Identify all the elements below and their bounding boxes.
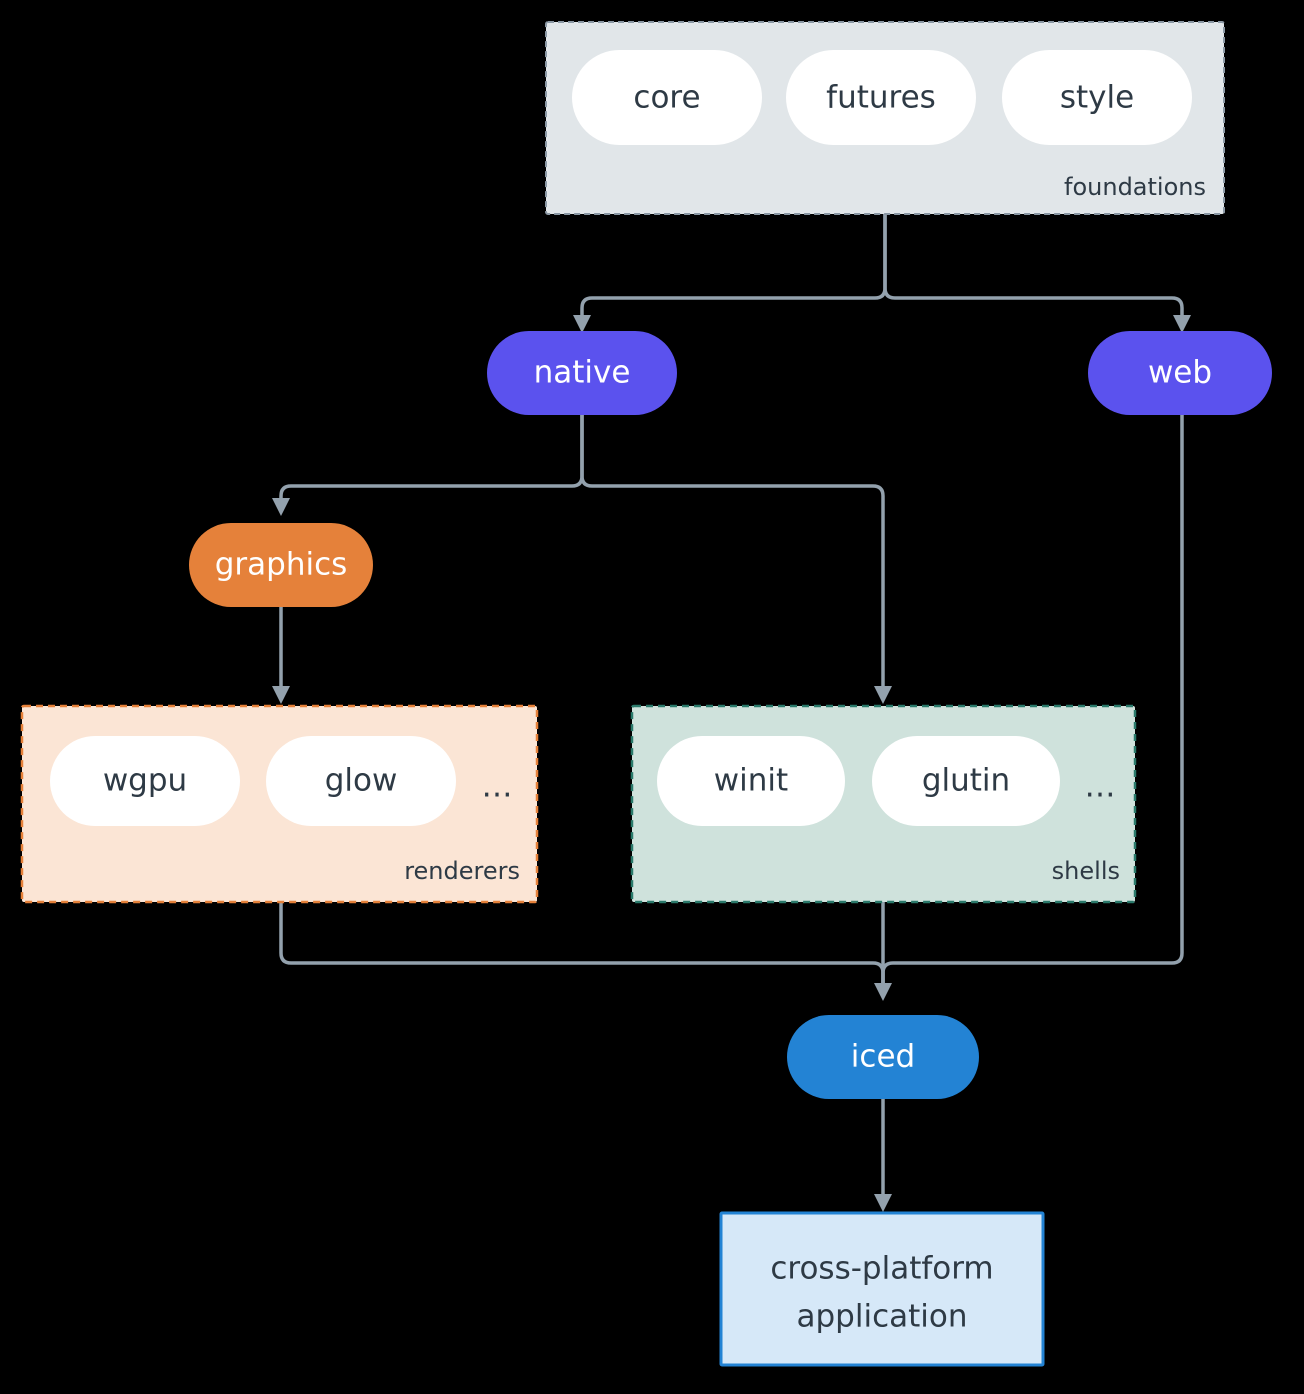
- node-core-shape[interactable]: [572, 50, 762, 145]
- cluster-shells-label: shells: [1052, 857, 1120, 885]
- node-app-shape[interactable]: [719, 1211, 1045, 1367]
- node-graphics-label: graphics: [215, 547, 348, 583]
- edge-renderers-iced: [279, 900, 885, 987]
- node-futures[interactable]: futures: [786, 50, 976, 145]
- node-futures-shape[interactable]: [786, 50, 976, 145]
- node-native-shape[interactable]: [487, 331, 677, 415]
- arrowhead-foundations-web: [1173, 315, 1191, 333]
- edge-native-shells: [580, 413, 885, 690]
- arrowhead-graphics-renderers: [272, 686, 290, 704]
- node-core[interactable]: core: [572, 50, 762, 145]
- node-iced-shape[interactable]: [787, 1015, 979, 1099]
- node-wgpu[interactable]: wgpu: [50, 736, 240, 826]
- node-wgpu-shape[interactable]: [50, 736, 240, 826]
- arrowhead-native-graphics: [272, 498, 290, 516]
- node-style[interactable]: style: [1002, 50, 1192, 145]
- shells-ellipsis-label: …: [1085, 769, 1116, 805]
- renderers-ellipsis-label: …: [482, 769, 513, 805]
- cluster-renderers-label: renderers: [404, 857, 520, 885]
- node-glow-shape[interactable]: [266, 736, 456, 826]
- node-app-label-line1: cross-platform: [770, 1251, 993, 1287]
- node-native[interactable]: native: [487, 331, 677, 415]
- node-iced[interactable]: iced: [787, 1015, 979, 1099]
- cluster-foundations-label: foundations: [1064, 173, 1206, 201]
- node-glutin-label: glutin: [922, 763, 1010, 799]
- node-winit[interactable]: winit: [657, 736, 845, 826]
- node-winit-shape[interactable]: [657, 736, 845, 826]
- cluster-renderers: wgpu glow … renderers: [20, 704, 539, 904]
- node-web-label: web: [1148, 355, 1212, 391]
- edge-foundations-web: [883, 212, 1184, 320]
- cluster-foundations: core futures style foundations: [545, 21, 1225, 215]
- node-style-label: style: [1060, 80, 1134, 116]
- node-cross-platform-application[interactable]: cross-platform application: [719, 1211, 1045, 1367]
- arrowhead-iced-app: [874, 1194, 892, 1212]
- node-graphics-shape[interactable]: [189, 523, 373, 607]
- node-winit-label: winit: [714, 763, 788, 799]
- node-web[interactable]: web: [1088, 331, 1272, 415]
- node-core-label: core: [633, 80, 700, 116]
- arrowhead-native-shells: [874, 686, 892, 704]
- node-glow[interactable]: glow: [266, 736, 456, 826]
- node-wgpu-label: wgpu: [103, 763, 187, 799]
- node-graphics[interactable]: graphics: [189, 523, 373, 607]
- node-glow-label: glow: [325, 763, 398, 799]
- node-native-label: native: [534, 355, 631, 391]
- node-glutin-shape[interactable]: [872, 736, 1060, 826]
- edge-foundations-native: [580, 212, 887, 320]
- arrowhead-merge-iced: [874, 983, 892, 1001]
- node-glutin[interactable]: glutin: [872, 736, 1060, 826]
- node-futures-label: futures: [826, 80, 936, 116]
- node-style-shape[interactable]: [1002, 50, 1192, 145]
- node-app-label-line2: application: [797, 1299, 968, 1335]
- node-web-shape[interactable]: [1088, 331, 1272, 415]
- edge-layer: [272, 212, 1191, 1212]
- arrowhead-foundations-native: [573, 315, 591, 333]
- cluster-shells: winit glutin … shells: [630, 704, 1137, 904]
- edge-native-graphics: [279, 413, 584, 502]
- node-iced-label: iced: [851, 1039, 915, 1075]
